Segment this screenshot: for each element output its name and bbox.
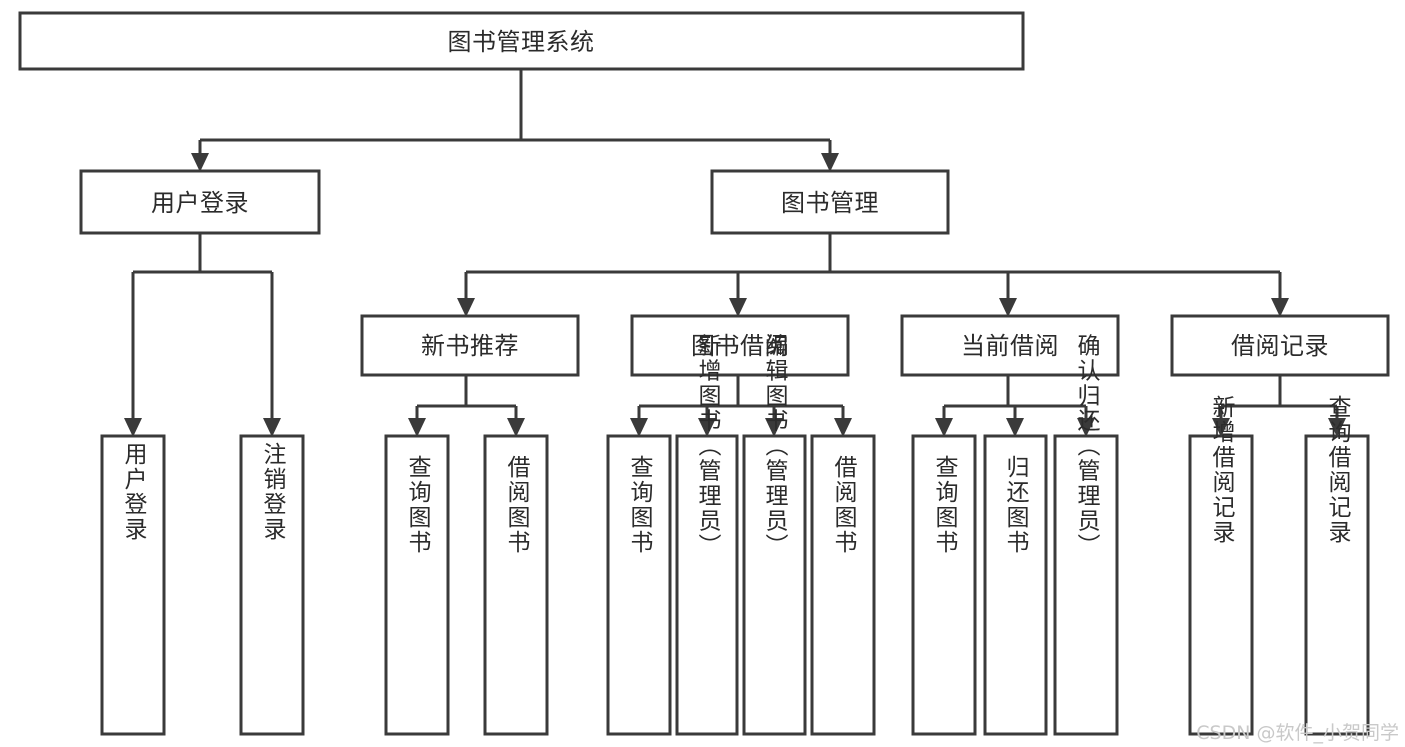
node-current-borrow-label: 当前借阅 (961, 332, 1059, 360)
node-user-login[interactable]: 用户登录 (79, 169, 321, 235)
leaf-query-book-cur-box[interactable] (911, 434, 977, 736)
leaf-add-borrow-record-label: 新增借阅记录 (1208, 395, 1236, 545)
arrow-to-user-login (191, 153, 209, 172)
leaf-query-book-brw-label: 查询图书 (626, 455, 654, 555)
arrow-leaf-query-book-rec (408, 418, 426, 437)
arrow-leaf-add-borrow-record (1212, 418, 1230, 437)
leaf-logout-box[interactable] (239, 434, 305, 736)
leaf-logout-label: 注销登录 (259, 442, 287, 542)
node-root-box[interactable] (18, 11, 1025, 71)
leaf-query-book-rec[interactable]: 查询图书 (384, 434, 450, 736)
leaf-borrow-book-rec-label: 借阅图书 (503, 455, 531, 555)
node-new-book-recommend[interactable]: 新书推荐 (360, 314, 580, 377)
leaf-confirm-return-box[interactable] (1053, 434, 1119, 736)
node-new-book-recommend-label: 新书推荐 (421, 332, 519, 360)
node-book-borrow-label: 图书借阅 (691, 332, 789, 360)
leaf-add-borrow-record[interactable]: 新增借阅记录 (1188, 395, 1254, 736)
node-book-management-box[interactable] (710, 169, 950, 235)
leaf-confirm-return[interactable]: 确认归还（管理员） (1053, 334, 1119, 736)
leaf-query-book-cur[interactable]: 查询图书 (911, 434, 977, 736)
node-book-borrow[interactable]: 图书借阅 (630, 314, 850, 377)
leaf-query-book-rec-box[interactable] (384, 434, 450, 736)
leaf-borrow-book-rec[interactable]: 借阅图书 (483, 434, 549, 736)
node-current-borrow-box[interactable] (900, 314, 1120, 377)
node-current-borrow[interactable]: 当前借阅 (900, 314, 1120, 377)
leaf-user-login[interactable]: 用户登录 (100, 434, 166, 736)
node-user-login-label: 用户登录 (151, 189, 249, 217)
node-root[interactable]: 图书管理系统 (18, 11, 1025, 71)
node-borrow-record-label: 借阅记录 (1231, 332, 1329, 360)
leaf-add-book-box[interactable] (675, 434, 739, 736)
arrow-leaf-borrow-book-brw (834, 418, 852, 437)
leaf-user-login-box[interactable] (100, 434, 166, 736)
leaf-logout[interactable]: 注销登录 (239, 434, 305, 736)
leaf-return-book-label: 归还图书 (1002, 455, 1030, 555)
arrow-leaf-return-book (1006, 418, 1024, 437)
connector-layer (124, 69, 1346, 437)
leaf-edit-book-label: 编辑图书（管理员） (761, 334, 789, 559)
leaf-query-book-brw-box[interactable] (606, 434, 672, 736)
leaf-borrow-book-rec-box[interactable] (483, 434, 549, 736)
node-borrow-record-box[interactable] (1170, 314, 1390, 377)
arrow-leaf-add-book (698, 418, 716, 437)
node-book-management[interactable]: 图书管理 (710, 169, 950, 235)
arrow-leaf-query-book-cur (935, 418, 953, 437)
node-new-book-recommend-box[interactable] (360, 314, 580, 377)
leaf-return-book-box[interactable] (983, 434, 1048, 736)
arrow-to-borrow-record (1271, 298, 1289, 317)
leaf-query-book-rec-label: 查询图书 (404, 455, 432, 555)
arrow-leaf-borrow-book-rec (507, 418, 525, 437)
arrow-leaf-user-login (124, 418, 142, 437)
arrow-leaf-logout (263, 418, 281, 437)
arrow-leaf-query-book-brw (630, 418, 648, 437)
node-borrow-record[interactable]: 借阅记录 (1170, 314, 1390, 377)
leaf-confirm-return-label: 确认归还（管理员） (1073, 334, 1101, 559)
arrow-leaf-query-borrow-record (1328, 418, 1346, 437)
leaf-borrow-book-brw-label: 借阅图书 (830, 455, 858, 555)
arrow-leaf-confirm-return (1077, 418, 1095, 437)
arrow-to-new-book-recommend (457, 298, 475, 317)
leaf-edit-book[interactable]: 编辑图书（管理员） (742, 334, 807, 736)
leaf-add-book[interactable]: 新增图书（管理员） (675, 334, 739, 736)
leaf-user-login-label: 用户登录 (120, 442, 148, 542)
leaf-add-book-label: 新增图书（管理员） (694, 334, 722, 559)
leaf-query-borrow-record-label: 查询借阅记录 (1324, 395, 1352, 545)
node-book-borrow-box[interactable] (630, 314, 850, 377)
leaf-borrow-book-brw-box[interactable] (810, 434, 876, 736)
leaf-query-borrow-record-box[interactable] (1304, 434, 1370, 736)
leaf-edit-book-box[interactable] (742, 434, 807, 736)
arrow-to-book-management (821, 153, 839, 172)
node-root-label: 图书管理系统 (448, 28, 595, 56)
leaf-query-book-brw[interactable]: 查询图书 (606, 434, 672, 736)
leaf-borrow-book-brw[interactable]: 借阅图书 (810, 434, 876, 736)
leaf-query-book-cur-label: 查询图书 (931, 455, 959, 555)
arrow-to-book-borrow (729, 298, 747, 317)
arrow-leaf-edit-book (765, 418, 783, 437)
node-book-management-label: 图书管理 (781, 189, 879, 217)
node-user-login-box[interactable] (79, 169, 321, 235)
leaf-add-borrow-record-box[interactable] (1188, 434, 1254, 736)
leaf-query-borrow-record[interactable]: 查询借阅记录 (1304, 395, 1370, 736)
arrow-to-current-borrow (999, 298, 1017, 317)
leaf-return-book[interactable]: 归还图书 (983, 434, 1048, 736)
